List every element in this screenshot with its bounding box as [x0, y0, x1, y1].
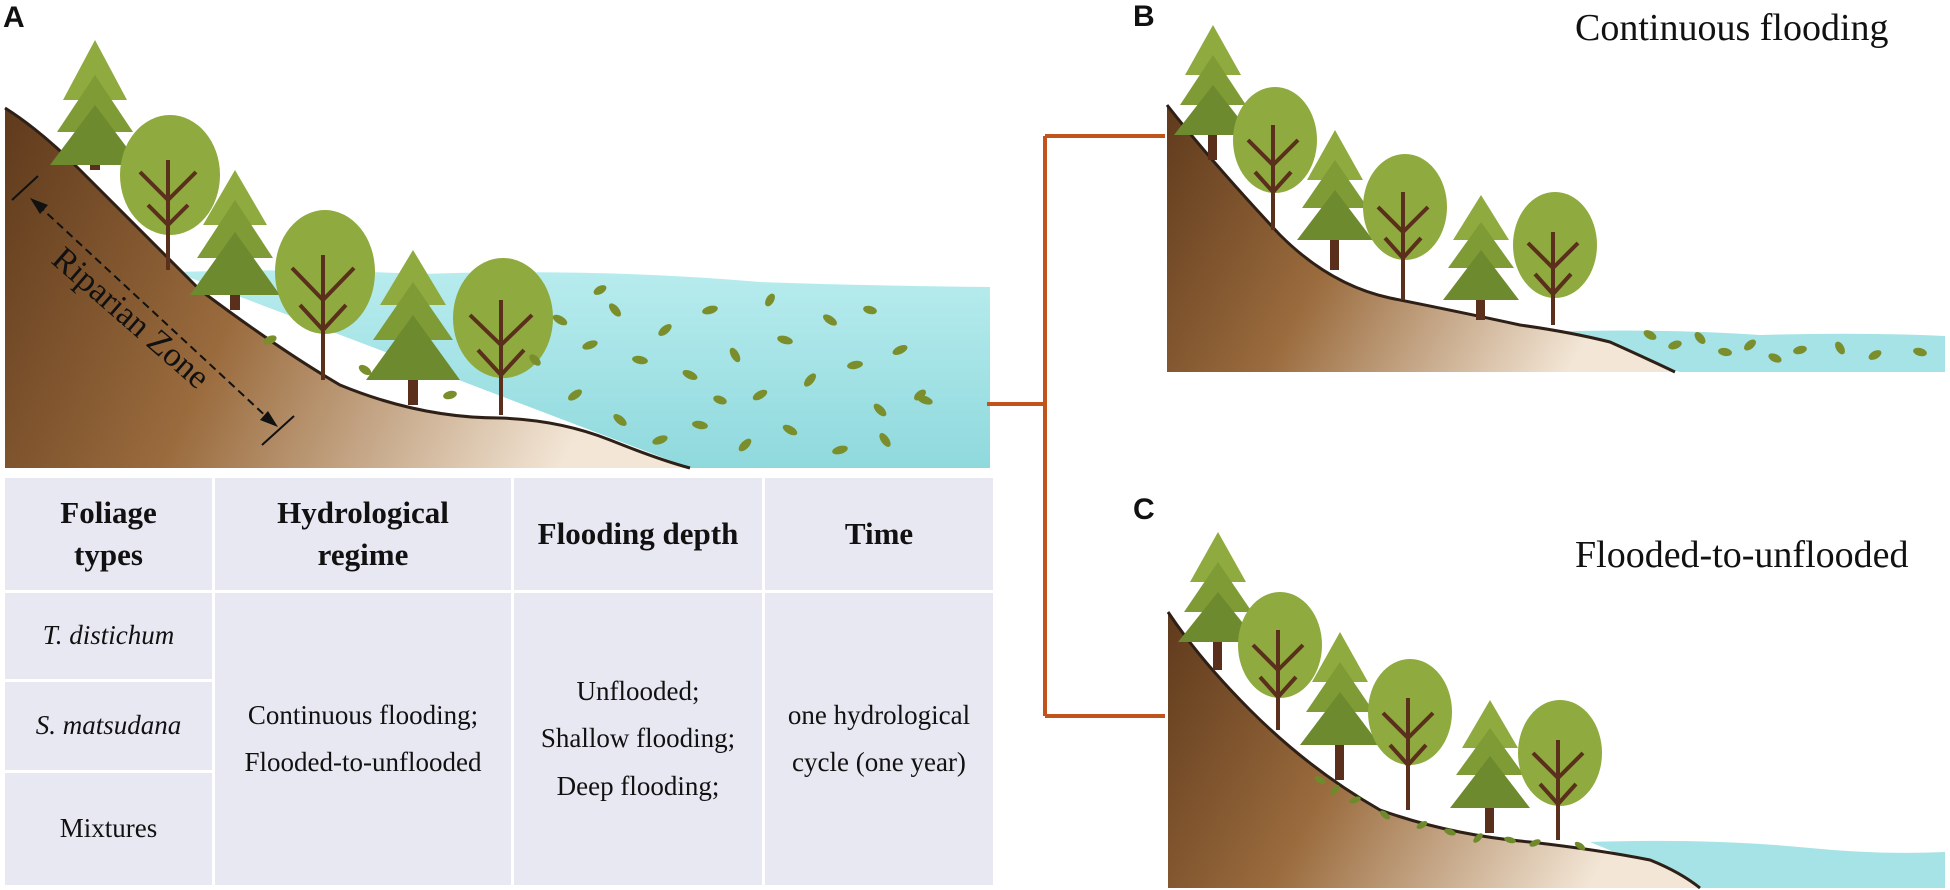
soil-outline	[4, 106, 691, 470]
panel-a-letter: A	[3, 1, 25, 34]
round-tree-icon	[1368, 659, 1452, 810]
riparian-zone-arrow	[11, 175, 295, 446]
soil-outline	[1165, 104, 1676, 374]
water-body	[1540, 330, 1945, 372]
round-tree-icon	[1513, 192, 1597, 325]
panel-a-scene: Riparian Zone	[4, 40, 990, 470]
pine-tree-icon	[1297, 130, 1373, 270]
round-tree-icon	[1363, 154, 1447, 300]
pine-tree-icon	[190, 170, 280, 310]
header-time: Time	[765, 478, 993, 590]
pine-tree-icon	[1450, 700, 1530, 833]
soil-slope	[5, 108, 690, 468]
bracket-connector	[987, 134, 1165, 718]
pine-tree-icon	[1178, 532, 1258, 670]
experiment-table: Foliage types Hydrological regime Floodi…	[5, 478, 993, 888]
pine-tree-icon	[1443, 195, 1519, 320]
pine-tree-icon	[366, 250, 460, 405]
panel-b-title: Continuous flooding	[1575, 7, 1889, 49]
header-hydrological-regime: Hydrological regime	[215, 478, 511, 590]
panel-b-letter: B	[1133, 0, 1155, 33]
pine-tree-icon	[1300, 632, 1380, 780]
floating-leaves	[263, 285, 933, 455]
depth-cell: Unflooded; Shallow flooding; Deep floodi…	[514, 593, 762, 885]
floating-leaves	[1643, 330, 1927, 363]
pine-tree-icon	[1174, 25, 1252, 160]
round-tree-icon	[275, 210, 375, 380]
panel-c-title: Flooded-to-unflooded	[1575, 534, 1909, 576]
header-foliage-types: Foliage types	[5, 478, 212, 590]
pine-tree-icon	[50, 40, 140, 170]
round-tree-icon	[1238, 592, 1322, 730]
header-flooding-depth: Flooding depth	[514, 478, 762, 590]
round-tree-icon	[453, 258, 553, 415]
water-body	[175, 270, 990, 468]
stranded-leaves	[1314, 776, 1586, 851]
panel-c-letter: C	[1133, 493, 1155, 526]
time-cell: one hydrological cycle (one year)	[765, 593, 993, 885]
panel-b-scene	[1165, 25, 1945, 374]
soil-slope	[1168, 612, 1700, 888]
foliage-type-cell: T. distichum	[5, 593, 212, 679]
panel-c-scene	[1166, 532, 1945, 890]
foliage-type-cell: S. matsudana	[5, 682, 212, 770]
round-tree-icon	[1518, 700, 1602, 840]
round-tree-icon	[1233, 87, 1317, 230]
foliage-type-cell: Mixtures	[5, 773, 212, 885]
regime-cell: Continuous flooding; Flooded-to-unfloode…	[215, 593, 511, 885]
round-tree-icon	[120, 115, 220, 270]
soil-slope	[1167, 105, 1675, 372]
